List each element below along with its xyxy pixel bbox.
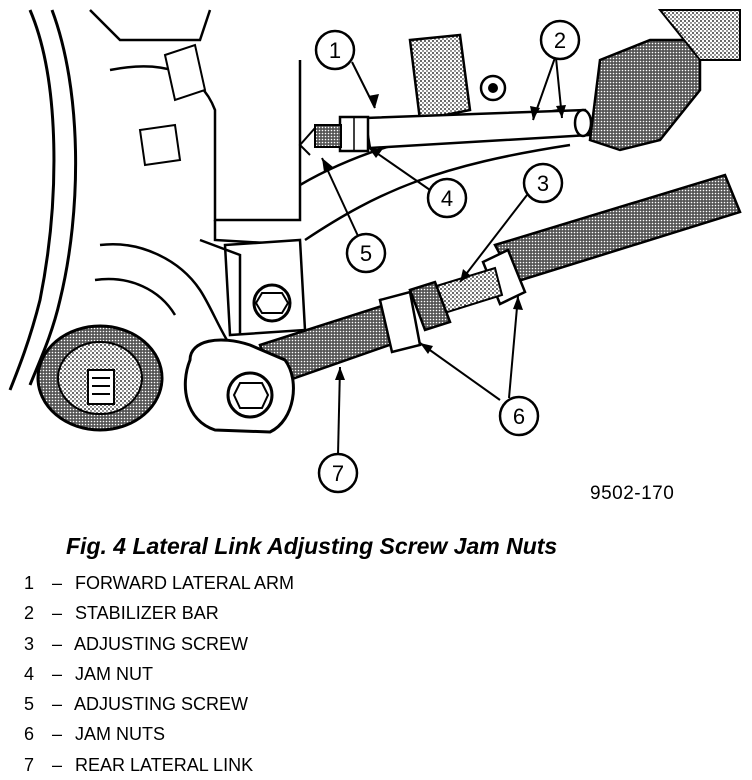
- legend-dash: –: [51, 633, 62, 654]
- legend-dash: –: [51, 663, 62, 684]
- suspension-illustration: 1 2 3 4 5 6 7: [8, 9, 742, 494]
- legend-number: 6: [24, 724, 35, 745]
- arrowheads: [322, 94, 566, 380]
- callout-7: 7: [317, 452, 359, 494]
- legend-number: 7: [24, 754, 35, 775]
- callout-5: 5: [345, 232, 387, 274]
- callout-2: 2: [539, 19, 581, 61]
- callout-2-label: 2: [554, 28, 566, 53]
- legend-dash: –: [51, 603, 62, 624]
- rear-lateral-link: [183, 173, 742, 434]
- legend-label: ADJUSTING SCREW: [74, 633, 249, 654]
- legend-item: 5– ADJUSTING SCREW: [24, 689, 294, 719]
- upper-left-clip: [138, 43, 207, 167]
- callout-5-label: 5: [360, 241, 372, 266]
- callout-7-label: 7: [332, 461, 344, 486]
- legend-dash: –: [51, 694, 62, 715]
- callout-1-label: 1: [329, 38, 341, 63]
- callout-4-label: 4: [441, 186, 453, 211]
- legend-item: 4– JAM NUT: [24, 659, 294, 689]
- legend-number: 5: [24, 694, 35, 715]
- callout-3: 3: [522, 162, 564, 204]
- callout-6-label: 6: [513, 404, 525, 429]
- legend-number: 1: [24, 573, 35, 593]
- left-bushing: [36, 324, 164, 432]
- legend-label: JAM NUTS: [75, 724, 166, 745]
- figure-code: 9502-170: [590, 483, 675, 504]
- legend-label: FORWARD LATERAL ARM: [75, 573, 295, 593]
- legend-number: 3: [24, 633, 35, 654]
- legend-number: 4: [24, 663, 35, 684]
- legend-label: JAM NUT: [75, 663, 154, 684]
- legend-item: 3– ADJUSTING SCREW: [24, 629, 294, 659]
- legend-label: REAR LATERAL LINK: [75, 754, 254, 775]
- legend-number: 2: [24, 603, 35, 624]
- callout-3-label: 3: [537, 171, 549, 196]
- figure-caption: Fig. 4 Lateral Link Adjusting Screw Jam …: [66, 533, 558, 559]
- bracket-bolt: [252, 283, 292, 323]
- legend-label: ADJUSTING SCREW: [74, 694, 249, 715]
- legend-item: 2– STABILIZER BAR: [24, 598, 294, 628]
- legend-item: 1– FORWARD LATERAL ARM: [24, 568, 294, 598]
- callout-1: 1: [314, 29, 356, 71]
- legend-dash: –: [51, 724, 62, 745]
- callout-4: 4: [426, 177, 468, 219]
- legend-item: 7– REAR LATERAL LINK: [24, 750, 294, 780]
- legend-dash: –: [51, 754, 62, 775]
- upper-right-body: [408, 9, 741, 152]
- legend-list: 1– FORWARD LATERAL ARM 2– STABILIZER BAR…: [24, 568, 294, 780]
- legend-dash: –: [51, 573, 62, 593]
- callout-6: 6: [498, 395, 540, 437]
- legend-item: 6– JAM NUTS: [24, 719, 294, 749]
- legend-label: STABILIZER BAR: [75, 603, 219, 624]
